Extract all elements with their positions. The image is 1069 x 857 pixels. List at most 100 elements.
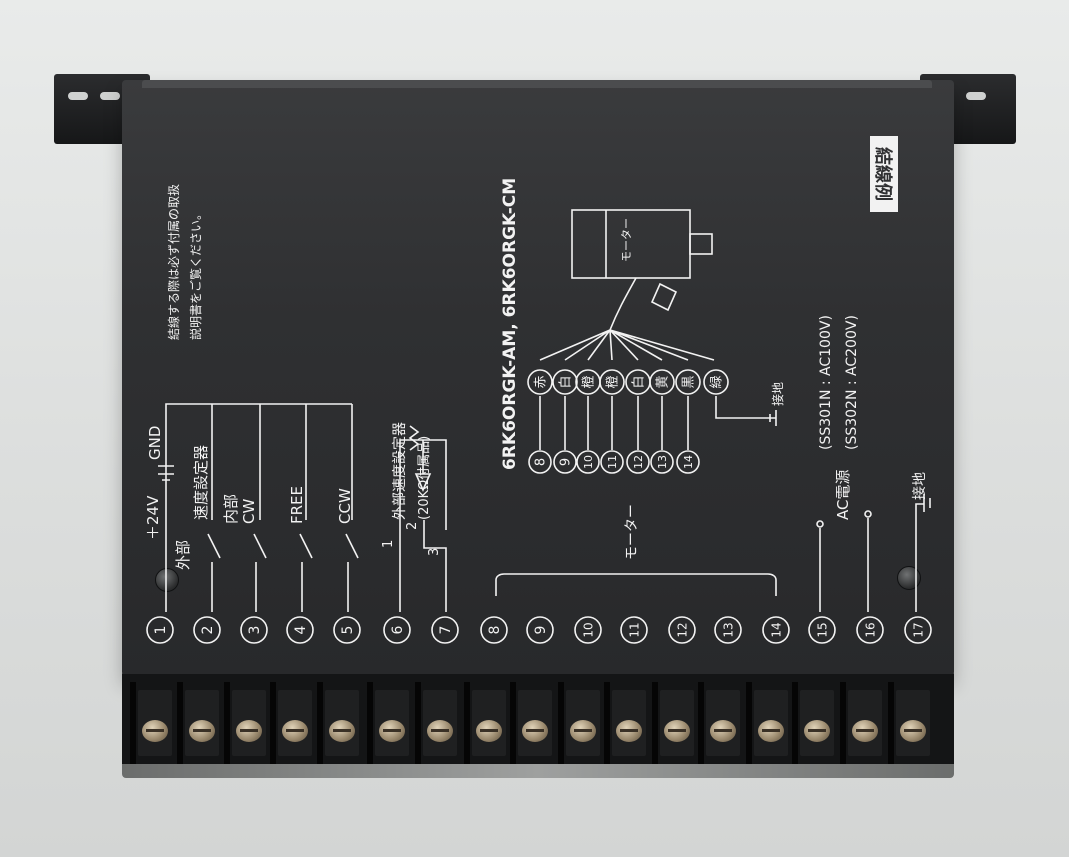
model-numbers: 6RK6ORGK-AM, 6RK6ORGK-CM (500, 178, 520, 470)
ac-power-label: AC電源 (834, 470, 852, 520)
terminal-divider (652, 682, 658, 764)
motor-label: モーター (624, 504, 640, 560)
terminal-screw-1 (130, 682, 174, 764)
wire-color-7: 黒 (675, 369, 701, 395)
svg-text:4: 4 (293, 625, 309, 634)
terminal-divider (224, 682, 230, 764)
wire-number-9: 9 (553, 450, 577, 474)
terminal-divider (792, 682, 798, 764)
terminal-screw-9 (510, 682, 554, 764)
svg-text:赤: 赤 (534, 375, 549, 388)
cw-label: CW (240, 499, 258, 524)
svg-text:10: 10 (581, 622, 595, 637)
pot-pin-3: 3 (427, 548, 442, 556)
terminal-divider (415, 682, 421, 764)
mounting-screw (155, 568, 179, 592)
svg-text:3: 3 (247, 626, 263, 635)
ac-ground-label: 接地 (911, 472, 928, 500)
pot-pin-2: 2 (405, 522, 420, 530)
terminal-screw-14 (746, 682, 790, 764)
pot-spec-label: (20KΩ付属品) (417, 436, 432, 520)
svg-text:11: 11 (627, 622, 641, 637)
notice-line-1: 結線する際は必ず付属の取扱 (166, 184, 181, 340)
svg-text:橙: 橙 (606, 375, 621, 388)
gnd-label: GND (146, 426, 164, 460)
svg-text:白: 白 (631, 375, 647, 388)
input-wiring (158, 403, 359, 612)
terminal-screw-7 (415, 682, 459, 764)
svg-text:12: 12 (675, 622, 689, 637)
svg-text:13: 13 (656, 455, 669, 469)
terminal-number-5: 5 (333, 616, 361, 644)
screw-head (900, 720, 926, 742)
screw-head (282, 720, 308, 742)
notice-text: 結線する際は必ず付属の取扱 説明書をご覧ください。 (166, 184, 203, 340)
screw-head (710, 720, 736, 742)
terminal-divider (888, 682, 894, 764)
internal-label: 内部 (222, 494, 240, 524)
pot-pin-1: 1 (381, 540, 396, 548)
wire-color-markers: 赤白橙橙白黄黒緑 (527, 369, 729, 395)
motor-ground-label: 接地 (770, 382, 785, 406)
wire-color-5: 白 (625, 369, 651, 395)
wire-color-3: 橙 (575, 369, 601, 395)
motor-drawing (539, 209, 777, 450)
terminal-divider (177, 682, 183, 764)
free-label: FREE (288, 486, 306, 524)
screw-head (189, 720, 215, 742)
svg-text:10: 10 (582, 455, 595, 469)
terminal-divider (464, 682, 470, 764)
terminal-number-13: 13 (714, 616, 742, 644)
screw-head (758, 720, 784, 742)
svg-text:橙: 橙 (582, 375, 597, 388)
terminal-screw-15 (792, 682, 836, 764)
terminal-number-2: 2 (193, 616, 221, 644)
motor-terminal-bracket (495, 573, 777, 596)
plus-24v-label: ＋24V (144, 495, 162, 540)
terminal-number-12: 12 (668, 616, 696, 644)
terminal-number-9: 9 (526, 616, 554, 644)
svg-text:白: 白 (558, 375, 574, 388)
svg-text:5: 5 (340, 626, 356, 635)
terminal-screw-17 (888, 682, 932, 764)
screw-head (570, 720, 596, 742)
svg-text:6RK6ORGK-AM, 6RK6ORGK-CM: 6RK6ORGK-AM, 6RK6ORGK-CM (500, 178, 520, 470)
terminal-screw-6 (367, 682, 411, 764)
ss302n-label: (SS302N : AC200V) (844, 315, 860, 450)
wire-color-1: 赤 (527, 369, 553, 395)
wire-number-11: 11 (600, 450, 624, 474)
terminal-number-17: 17 (904, 616, 932, 644)
bracket-slot (966, 92, 986, 100)
svg-text:17: 17 (911, 622, 925, 637)
screw-head (476, 720, 502, 742)
terminal-number-1: 1 (146, 616, 174, 644)
svg-text:11: 11 (606, 455, 619, 469)
svg-text:8: 8 (487, 626, 503, 635)
wire-color-8: 緑 (703, 369, 729, 395)
terminal-screw-12 (652, 682, 696, 764)
controller-faceplate (122, 80, 954, 676)
terminal-screw-4 (270, 682, 314, 764)
terminal-divider (698, 682, 704, 764)
terminal-number-16: 16 (856, 616, 884, 644)
wire-number-8: 8 (528, 450, 552, 474)
svg-text:2: 2 (200, 626, 216, 635)
svg-text:6: 6 (390, 625, 406, 634)
terminal-divider (510, 682, 516, 764)
terminal-screw-3 (224, 682, 268, 764)
terminal-screw-11 (604, 682, 648, 764)
motor-box-label: モーター (620, 218, 633, 262)
terminal-divider (558, 682, 564, 764)
wire-number-14: 14 (676, 450, 700, 474)
terminal-screw-16 (840, 682, 884, 764)
svg-text:15: 15 (815, 622, 829, 637)
terminal-screw-13 (698, 682, 742, 764)
wire-color-2: 白 (552, 369, 578, 395)
screw-head (427, 720, 453, 742)
wire-number-10: 10 (576, 450, 600, 474)
wire-color-4: 橙 (599, 369, 625, 395)
terminal-divider (367, 682, 373, 764)
svg-text:緑: 緑 (710, 375, 725, 388)
